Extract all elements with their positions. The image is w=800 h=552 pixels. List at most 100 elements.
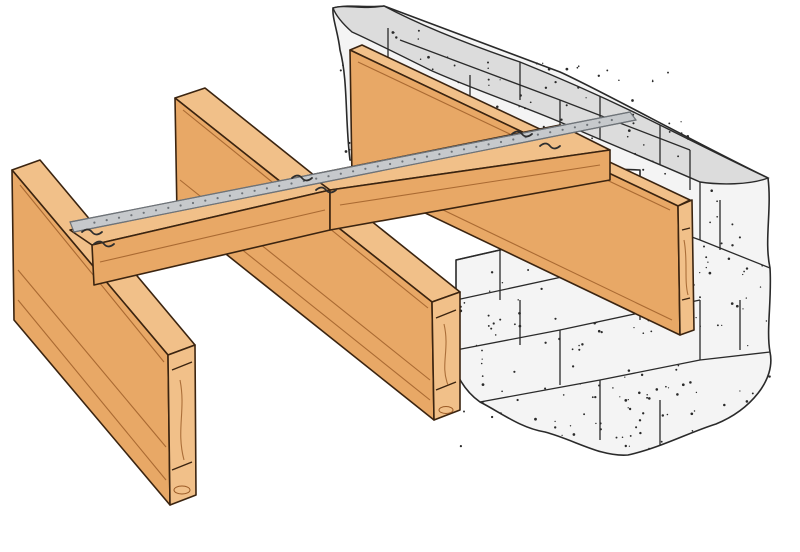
strap-hole xyxy=(462,148,466,151)
strap-hole xyxy=(142,211,145,214)
speckle-dot xyxy=(569,425,572,427)
speckle-dot xyxy=(705,266,707,269)
speckle-dot xyxy=(585,97,587,99)
strap-hole xyxy=(586,123,589,126)
speckle-dot xyxy=(606,69,609,72)
speckle-dot xyxy=(342,64,344,67)
speckle-dot xyxy=(681,383,685,387)
strap-hole xyxy=(327,175,330,178)
strap-hole xyxy=(130,214,133,217)
speckle-dot xyxy=(745,267,749,270)
speckle-dot xyxy=(642,144,645,146)
speckle-dot xyxy=(463,410,465,413)
speckle-dot xyxy=(627,398,629,401)
speckle-dot xyxy=(554,420,556,423)
speckle-dot xyxy=(667,387,670,389)
speckle-dot xyxy=(634,152,637,155)
speckle-dot xyxy=(629,434,632,437)
speckle-dot xyxy=(501,281,504,284)
speckle-dot xyxy=(431,68,434,71)
strap-hole xyxy=(598,121,601,124)
speckle-dot xyxy=(731,223,734,226)
speckle-dot xyxy=(631,99,634,102)
speckle-dot xyxy=(417,29,420,32)
speckle-dot xyxy=(513,323,516,326)
speckle-dot xyxy=(624,444,627,448)
speckle-dot xyxy=(687,138,689,140)
strap-nails xyxy=(81,130,561,248)
speckle-dot xyxy=(666,413,669,416)
strap-hole xyxy=(389,162,392,166)
speckle-dot xyxy=(577,65,580,68)
speckle-dot xyxy=(667,71,669,74)
strap-hole xyxy=(487,143,490,146)
strap-hole xyxy=(364,167,367,170)
speckle-dot xyxy=(730,302,734,305)
speckle-dot xyxy=(490,271,494,274)
speckle-dot xyxy=(639,431,642,435)
strap-hole xyxy=(253,189,256,192)
speckle-dot xyxy=(676,393,679,396)
strap-hole xyxy=(475,145,478,148)
speckle-dot xyxy=(619,396,621,398)
speckle-dot xyxy=(395,36,398,39)
speckle-dot xyxy=(490,415,494,419)
speckle-dot xyxy=(554,426,557,429)
speckle-dot xyxy=(627,369,631,372)
speckle-dot xyxy=(695,316,697,319)
speckle-dot xyxy=(677,155,680,158)
speckle-dot xyxy=(457,81,460,84)
speckle-dot xyxy=(690,412,694,416)
speckle-dot xyxy=(632,122,635,125)
speckle-dot xyxy=(576,66,579,69)
speckle-dot xyxy=(446,56,449,58)
speckle-dot xyxy=(615,436,618,439)
speckle-dot xyxy=(480,362,483,365)
speckle-dot xyxy=(488,290,491,292)
speckle-dot xyxy=(727,257,731,260)
speckle-dot xyxy=(571,365,575,368)
speckle-dot xyxy=(612,387,614,389)
speckle-dot xyxy=(535,62,538,65)
speckle-dot xyxy=(482,400,485,403)
speckle-dot xyxy=(652,160,654,162)
speckle-dot xyxy=(544,341,547,344)
speckle-dot xyxy=(709,221,711,224)
speckle-dot xyxy=(496,105,499,109)
speckle-dot xyxy=(562,394,565,396)
speckle-dot xyxy=(716,215,719,218)
speckle-dot xyxy=(518,311,521,315)
speckle-dot xyxy=(481,358,483,360)
speckle-dot xyxy=(626,135,629,138)
speckle-dot xyxy=(597,329,601,333)
speckle-dot xyxy=(721,324,723,327)
speckle-dot xyxy=(591,137,594,140)
strap-hole xyxy=(425,155,429,158)
speckle-dot xyxy=(494,334,497,336)
speckle-dot xyxy=(518,324,522,328)
speckle-dot xyxy=(516,398,519,402)
strap-hole xyxy=(105,219,108,222)
strap-hole xyxy=(512,138,515,141)
speckle-dot xyxy=(579,383,582,385)
speckle-dot xyxy=(486,61,490,64)
speckle-dot xyxy=(344,150,348,153)
speckle-dot xyxy=(600,331,603,334)
strap-hole xyxy=(450,150,453,153)
speckle-dot xyxy=(742,308,744,310)
strap-hole xyxy=(290,182,293,185)
strap-hole xyxy=(499,140,503,144)
speckle-dot xyxy=(693,410,696,412)
speckle-dot xyxy=(572,433,576,436)
speckle-dot xyxy=(558,337,561,341)
speckle-dot xyxy=(518,106,520,108)
speckle-dot xyxy=(642,168,645,171)
strap-hole xyxy=(376,165,379,168)
speckle-dot xyxy=(540,287,543,291)
strap-hole xyxy=(549,131,552,134)
speckle-dot xyxy=(492,322,495,325)
speckle-dot xyxy=(665,385,667,388)
speckle-dot xyxy=(554,80,557,84)
speckle-dot xyxy=(747,344,749,347)
